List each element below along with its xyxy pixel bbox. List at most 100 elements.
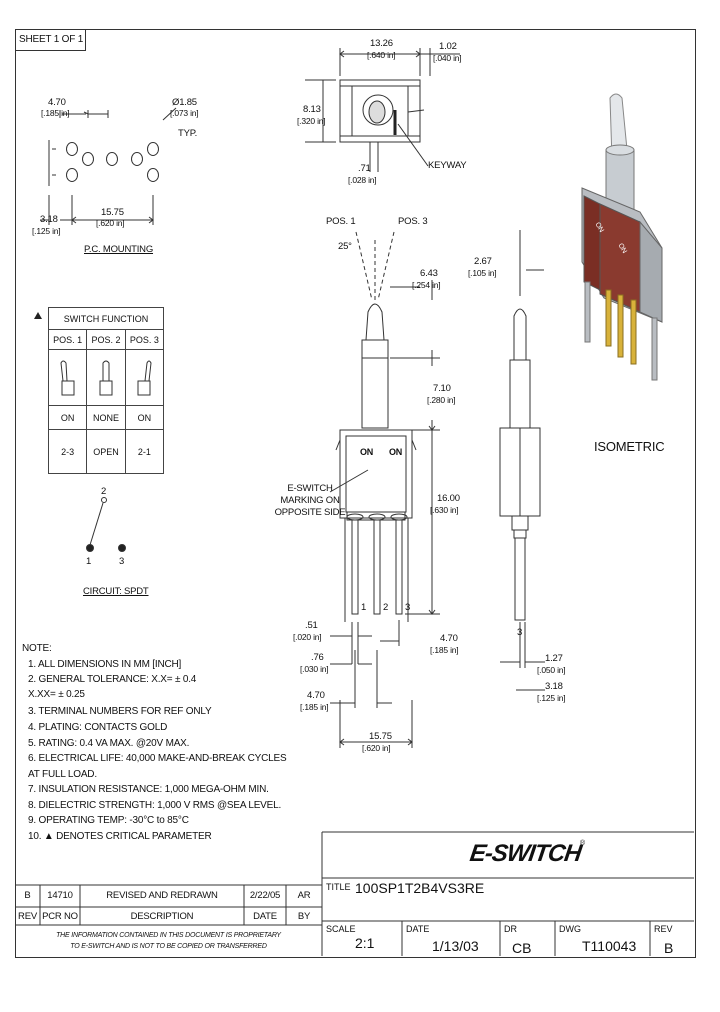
sf-state-pos2: NONE bbox=[86, 405, 126, 430]
note-10: 10. ▲ DENOTES CRITICAL PARAMETER bbox=[28, 831, 212, 842]
pc-dim-hole-in: [.073 in] bbox=[170, 108, 199, 118]
rev-value: B bbox=[664, 940, 674, 956]
top-dim-end: 1.02 bbox=[439, 41, 457, 52]
dr-value: CB bbox=[512, 940, 532, 956]
side-dim-127-in: [.050 in] bbox=[537, 665, 566, 675]
side-dim-318: 3.18 bbox=[545, 681, 563, 692]
top-view bbox=[305, 48, 460, 172]
circuit-diagram bbox=[86, 497, 126, 552]
title-value: 100SP1T2B4VS3RE bbox=[355, 880, 485, 896]
critical-marker bbox=[34, 312, 42, 319]
pc-dim-width-in: [.620 in] bbox=[96, 218, 125, 228]
sf-header-pos3: POS. 3 bbox=[124, 329, 165, 350]
front-dim-1600: 16.00 bbox=[437, 493, 460, 504]
note-7: 7. INSULATION RESISTANCE: 1,000 MEGA-OHM… bbox=[28, 784, 269, 795]
sheet-label: SHEET 1 OF 1 bbox=[19, 34, 84, 45]
rev-header-desc: DESCRIPTION bbox=[130, 911, 194, 922]
sf-state-pos3: ON bbox=[124, 405, 165, 430]
sf-lever-pos2 bbox=[86, 349, 126, 406]
front-dim-051: .51 bbox=[305, 620, 318, 631]
top-dim-end-in: [.040 in] bbox=[433, 53, 462, 63]
sf-connect-pos1: 2-3 bbox=[47, 429, 88, 474]
pc-dim-width: 15.75 bbox=[101, 207, 124, 218]
scale-label: SCALE bbox=[326, 924, 356, 934]
rev-row-desc: REVISED AND REDRAWN bbox=[106, 890, 218, 901]
date-value: 1/13/03 bbox=[432, 938, 479, 954]
rev-row-date: 2/22/05 bbox=[249, 890, 281, 901]
rev-header-rev: REV bbox=[18, 911, 37, 922]
switch-function-table: SWITCH FUNCTION POS. 1 POS. 2 POS. 3 ON … bbox=[47, 307, 165, 474]
rev-row-pcr: 14710 bbox=[47, 890, 73, 901]
scale-value: 2:1 bbox=[355, 935, 375, 951]
side-dim-127: 1.27 bbox=[545, 653, 563, 664]
rev-header-by: BY bbox=[297, 911, 311, 922]
circuit-terminal-3: 3 bbox=[119, 556, 125, 567]
sf-header-pos2: POS. 2 bbox=[86, 329, 126, 350]
front-dim-710: 7.10 bbox=[433, 383, 451, 394]
front-dim-643-in: [.254 in] bbox=[412, 280, 441, 290]
front-dim-470b-in: [.185 in] bbox=[430, 645, 459, 655]
pc-mounting-holes bbox=[40, 107, 177, 225]
sf-header-pos1: POS. 1 bbox=[47, 329, 88, 350]
note-2: 2. GENERAL TOLERANCE: X.X= ± 0.4 bbox=[28, 674, 197, 685]
proprietary-line2: TO E-SWITCH AND IS NOT TO BE COPIED OR T… bbox=[70, 943, 267, 950]
eswitch-logo-text: E-SWITCH bbox=[468, 840, 583, 867]
front-marking-line3: OPPOSITE SIDE bbox=[274, 507, 346, 518]
eswitch-logo-reg: ® bbox=[580, 840, 586, 847]
pc-dim-hole: Ø1.85 bbox=[172, 97, 197, 108]
front-dim-470a-in: [.185 in] bbox=[300, 702, 329, 712]
pc-typ: TYP. bbox=[178, 128, 198, 139]
sf-state-pos1: ON bbox=[47, 405, 88, 430]
front-pin-1: 1 bbox=[361, 602, 367, 613]
front-dim-643: 6.43 bbox=[420, 268, 438, 279]
front-dim-470a: 4.70 bbox=[307, 690, 325, 701]
sf-lever-pos3 bbox=[124, 349, 165, 406]
side-dim-318-in: [.125 in] bbox=[537, 693, 566, 703]
front-on-right: ON bbox=[389, 447, 403, 457]
note-6: 6. ELECTRICAL LIFE: 40,000 MAKE-AND-BREA… bbox=[28, 753, 287, 764]
rev-header-date: DATE bbox=[253, 911, 277, 922]
front-on-left: ON bbox=[360, 447, 374, 457]
circuit-terminal-2: 2 bbox=[101, 486, 107, 497]
rev-row-by: AR bbox=[297, 890, 311, 901]
front-pos1: POS. 1 bbox=[326, 216, 356, 227]
side-dim-267-in: [.105 in] bbox=[468, 268, 497, 278]
proprietary-line1: THE INFORMATION CONTAINED IN THIS DOCUME… bbox=[56, 932, 281, 939]
top-dim-key: .71 bbox=[358, 163, 371, 174]
front-dim-1600-in: [.630 in] bbox=[430, 505, 459, 515]
front-view bbox=[329, 231, 440, 748]
drawing-sheet bbox=[15, 29, 696, 958]
side-dim-267: 2.67 bbox=[474, 256, 492, 267]
note-1: 1. ALL DIMENSIONS IN MM [INCH] bbox=[28, 659, 182, 670]
sheet-label-box: SHEET 1 OF 1 bbox=[15, 29, 86, 51]
circuit-terminal-1: 1 bbox=[86, 556, 92, 567]
front-pin-2: 2 bbox=[383, 602, 389, 613]
note-8: 8. DIELECTRIC STRENGTH: 1,000 V RMS @SEA… bbox=[28, 800, 282, 811]
front-pos3: POS. 3 bbox=[398, 216, 428, 227]
dwg-value: T110043 bbox=[582, 938, 637, 954]
side-pin: 3 bbox=[517, 627, 523, 638]
sf-connect-pos2: OPEN bbox=[86, 429, 126, 474]
top-dim-len-in: [.640 in] bbox=[367, 50, 396, 60]
switch-function-title: SWITCH FUNCTION bbox=[48, 307, 164, 330]
front-marking-line1: E-SWITCH bbox=[287, 483, 333, 494]
front-pin-3: 3 bbox=[405, 602, 411, 613]
rev-label: REV bbox=[654, 924, 673, 934]
rev-row-rev: B bbox=[24, 890, 31, 901]
front-dim-076: .76 bbox=[311, 652, 324, 663]
eswitch-logo: E-SWITCH ® bbox=[468, 838, 590, 870]
pc-dim-left: 3.18 bbox=[40, 214, 58, 225]
top-dim-key-in: [.028 in] bbox=[348, 175, 377, 185]
front-dim-710-in: [.280 in] bbox=[427, 395, 456, 405]
top-dim-len: 13.26 bbox=[370, 38, 393, 49]
pc-dim-pitch-in: [.185 in] bbox=[41, 108, 70, 118]
sf-lever-pos1 bbox=[47, 349, 88, 406]
rev-header-pcr: PCR NO bbox=[42, 911, 78, 922]
note-3: 3. TERMINAL NUMBERS FOR REF ONLY bbox=[28, 706, 212, 717]
side-view bbox=[499, 230, 545, 691]
pc-dim-pitch: 4.70 bbox=[48, 97, 66, 108]
title-label: TITLE bbox=[326, 882, 351, 892]
front-dim-470b: 4.70 bbox=[440, 633, 458, 644]
sf-connect-pos3: 2-1 bbox=[124, 429, 165, 474]
